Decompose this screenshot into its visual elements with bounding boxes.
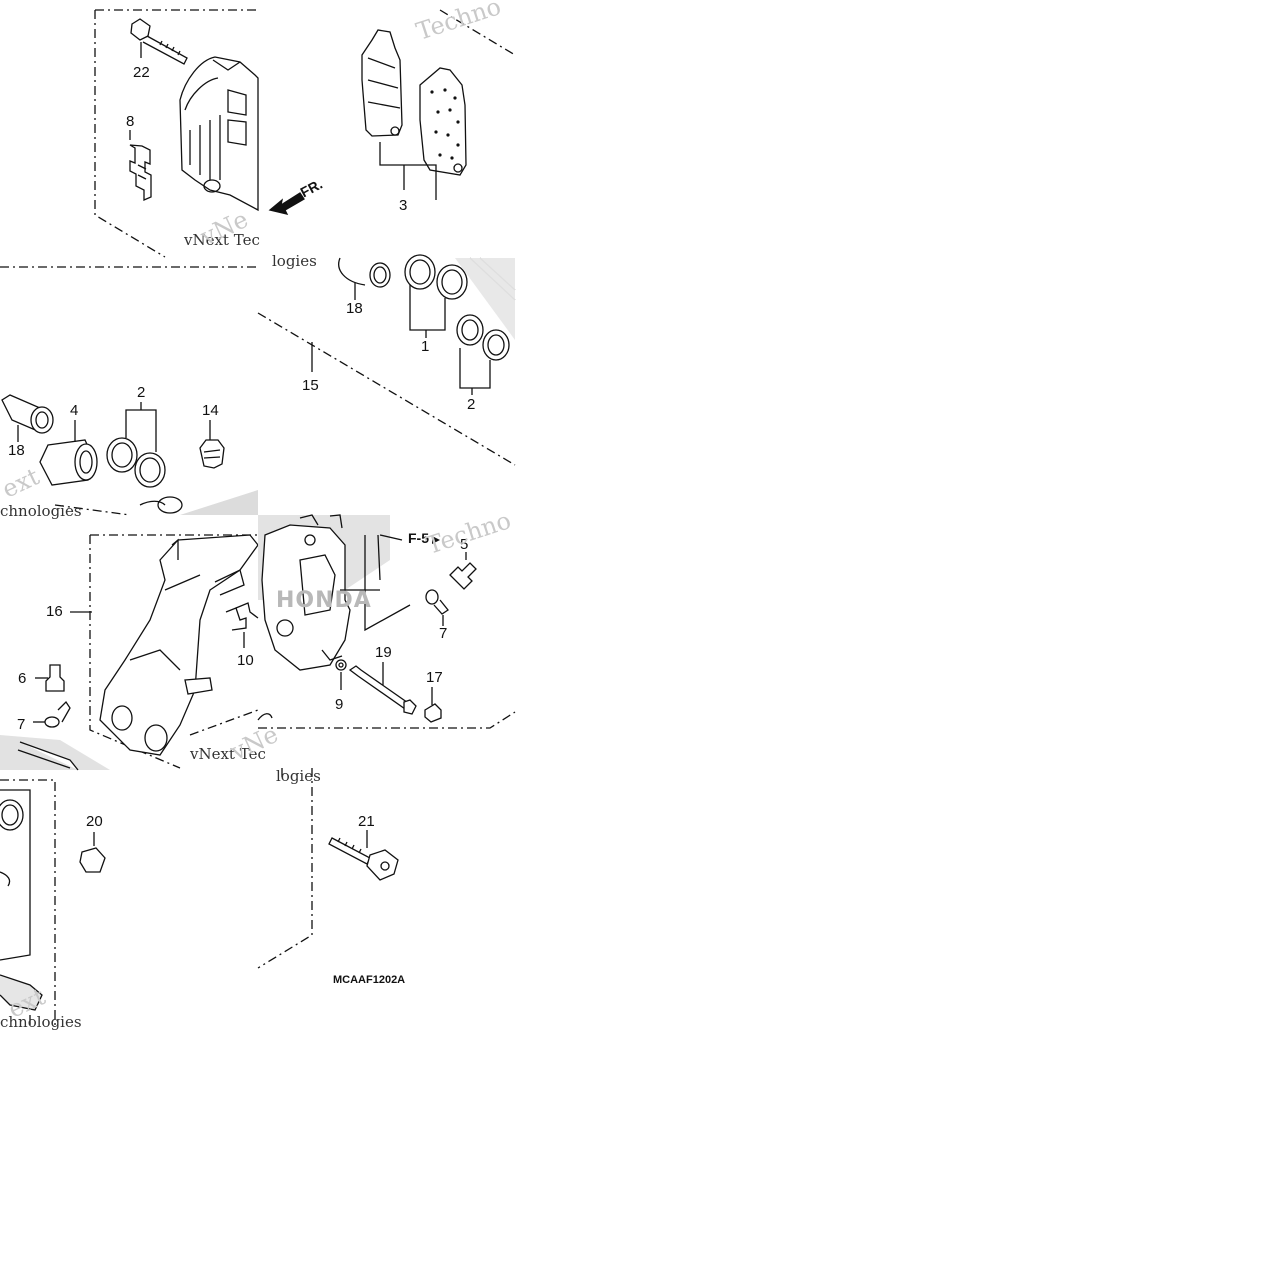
washer-7b-icon <box>425 589 449 626</box>
collar-20-icon <box>79 832 106 873</box>
tile-middle-right <box>257 254 516 466</box>
tile-lower-right <box>257 514 516 969</box>
tile-middle-left <box>1 394 258 516</box>
part-label-18b: 18 <box>8 442 25 459</box>
watermark-tile1: vNext Tec <box>184 231 260 249</box>
part-label-17: 17 <box>426 669 443 686</box>
tile-top-right <box>268 9 516 215</box>
brand-mark: HONDA <box>276 588 372 613</box>
part-label-7: 7 <box>17 716 26 733</box>
watermark-tile6: logies <box>276 767 321 785</box>
brake-pad-rear-icon <box>419 67 467 176</box>
clip-8-icon <box>129 130 152 201</box>
part-label-9: 9 <box>335 696 344 713</box>
caliper-bracket-icon <box>99 534 259 756</box>
part-label-2b: 2 <box>137 384 146 401</box>
bolt-22-icon <box>130 18 188 65</box>
part-label-16: 16 <box>46 603 63 620</box>
part-label-4: 4 <box>70 402 79 419</box>
part-label-2: 2 <box>467 396 476 413</box>
part-label-15: 15 <box>302 377 319 394</box>
pin-19-icon <box>348 662 417 715</box>
cap-14-icon <box>199 420 225 469</box>
sleeve-18-icon <box>1 394 54 442</box>
sleeve-4-icon <box>39 420 98 486</box>
part-label-21: 21 <box>358 813 375 830</box>
watermark-tile7-text: chnologies <box>0 1013 82 1031</box>
part-label-7b: 7 <box>439 625 448 642</box>
part-label-1: 1 <box>421 338 430 355</box>
reference-label: F-5 <box>408 530 429 546</box>
part-label-19: 19 <box>375 644 392 661</box>
bleeder-5-icon <box>449 552 477 590</box>
bolt-21-icon <box>328 830 399 881</box>
tile-top-left <box>0 9 259 268</box>
part-label-3: 3 <box>399 197 408 214</box>
watermark-tile2: logies <box>272 252 317 270</box>
part-label-10: 10 <box>237 652 254 669</box>
tile-bottom <box>0 779 399 1025</box>
plug-17-icon <box>424 687 442 723</box>
part-label-14: 14 <box>202 402 219 419</box>
bleeder-6-icon <box>35 664 65 692</box>
watermark-tile3-text: chnologies <box>0 502 82 520</box>
diagram-code: MCAAF1202A <box>333 974 406 986</box>
brake-pad-front-icon <box>361 29 403 137</box>
part-label-8: 8 <box>126 113 135 130</box>
watermark-tile5: vNext Tec <box>190 745 266 763</box>
part-label-20: 20 <box>86 813 103 830</box>
part-label-22: 22 <box>133 64 150 81</box>
caliper-body-icon <box>261 514 351 671</box>
part-label-6: 6 <box>18 670 27 687</box>
tile-lower-left <box>0 534 259 771</box>
washer-7-icon <box>33 700 71 728</box>
reference-arrow-icon <box>432 536 440 544</box>
caliper-half-icon <box>179 56 259 212</box>
part-label-18: 18 <box>346 300 363 317</box>
part-label-5: 5 <box>460 536 469 553</box>
